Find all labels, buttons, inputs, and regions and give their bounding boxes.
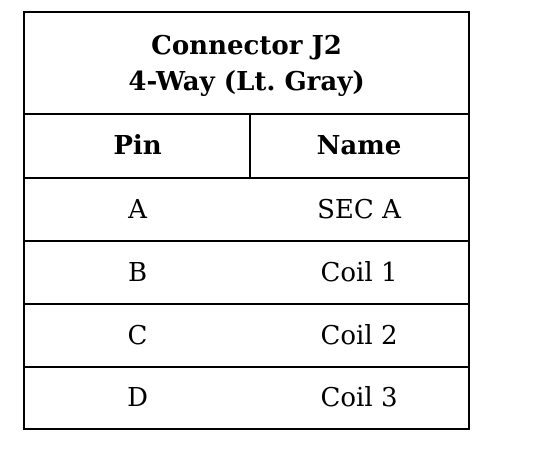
header-pin: Pin xyxy=(113,131,162,161)
pin-cell: D xyxy=(127,383,148,413)
divider xyxy=(25,303,468,305)
header-name: Name xyxy=(316,131,402,161)
title-connector-name: Connector J2 xyxy=(151,31,342,61)
name-cell: SEC A xyxy=(317,194,401,225)
name-cell: Coil 1 xyxy=(320,257,398,288)
divider xyxy=(25,240,468,242)
table-row: D Coil 3 xyxy=(25,368,468,428)
divider xyxy=(25,113,468,115)
pin-cell: C xyxy=(127,320,148,351)
table-row: C Coil 2 xyxy=(25,305,468,366)
table-row: B Coil 1 xyxy=(25,242,468,303)
header-row: Pin Name xyxy=(25,115,468,177)
table-row: A SEC A xyxy=(25,179,468,240)
table-title: Connector J2 4-Way (Lt. Gray) xyxy=(25,13,468,115)
connector-table: Connector J2 4-Way (Lt. Gray) Pin Name A… xyxy=(23,11,470,430)
pin-cell: A xyxy=(128,194,147,225)
column-divider xyxy=(249,115,251,179)
divider xyxy=(25,177,468,179)
name-cell: Coil 3 xyxy=(320,383,398,413)
title-connector-type: 4-Way (Lt. Gray) xyxy=(128,67,365,97)
pin-cell: B xyxy=(127,257,148,288)
divider xyxy=(25,366,468,368)
name-cell: Coil 2 xyxy=(320,320,398,351)
